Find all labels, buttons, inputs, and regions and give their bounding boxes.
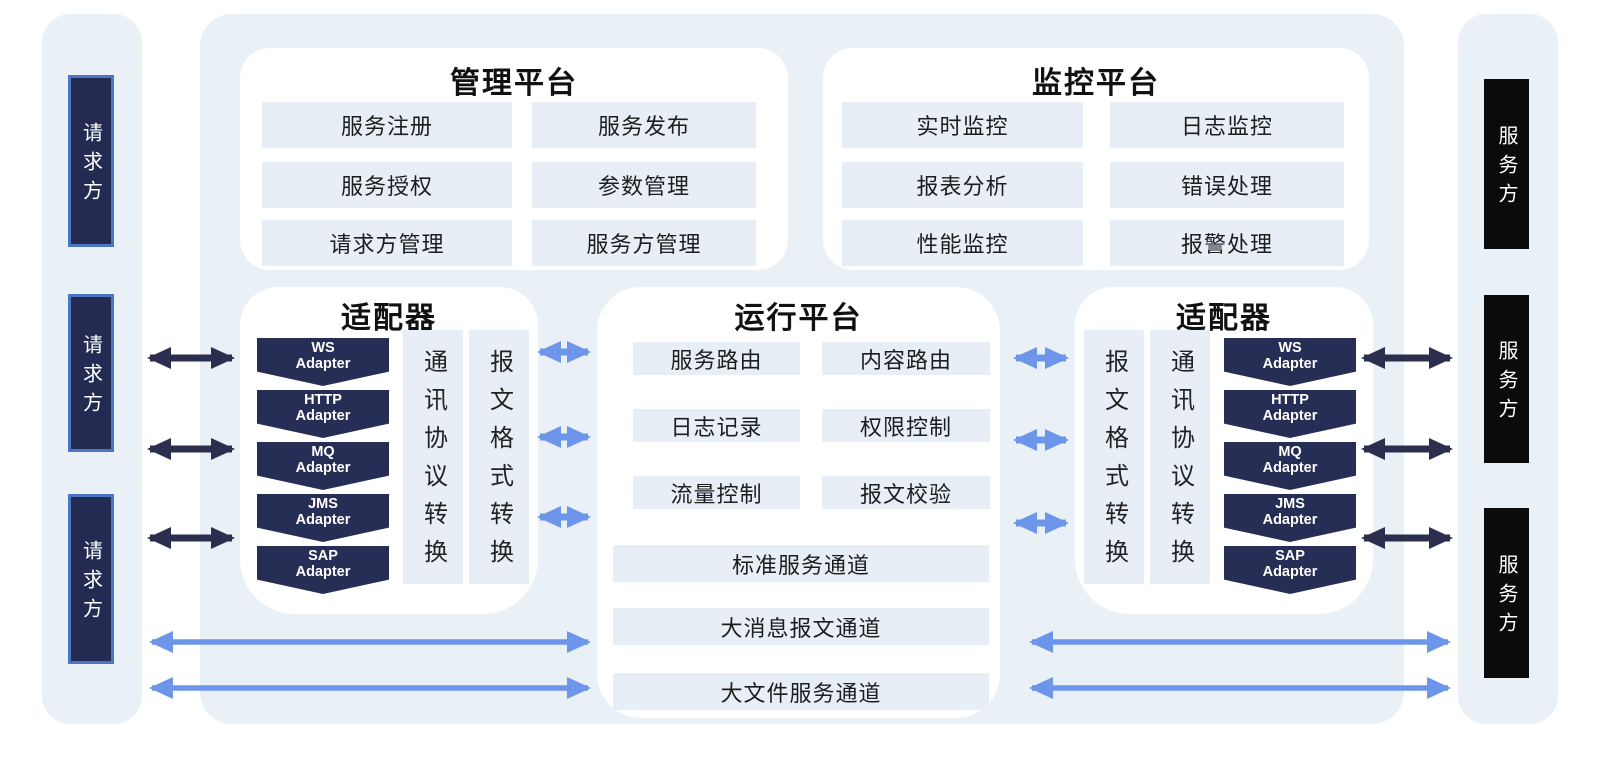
management-item: 服务方管理	[532, 220, 756, 266]
adapter-suffix: Adapter	[295, 512, 351, 528]
jms-adapter-pennant: JMS Adapter	[257, 494, 389, 542]
requester-label: 请求方	[79, 122, 102, 209]
runtime-item: 权限控制	[822, 409, 990, 442]
sap-adapter-pennant: SAP Adapter	[257, 546, 389, 594]
adapter-protocol: WS	[311, 340, 335, 356]
monitoring-item: 性能监控	[842, 220, 1083, 266]
adapter-suffix: Adapter	[1262, 512, 1318, 528]
adapter-protocol: SAP	[1275, 548, 1305, 564]
standard-service-channel: 标准服务通道	[613, 545, 989, 582]
large-file-channel: 大文件服务通道	[613, 673, 989, 710]
runtime-item: 服务路由	[633, 342, 800, 375]
adapter-suffix: Adapter	[295, 460, 351, 476]
http-adapter-pennant: HTTP Adapter	[257, 390, 389, 438]
large-message-channel: 大消息报文通道	[613, 608, 989, 645]
provider-box-3: 服务方	[1484, 508, 1529, 678]
requester-box-1: 请求方	[68, 75, 114, 247]
monitoring-item: 错误处理	[1110, 162, 1344, 208]
adapter-suffix: Adapter	[1262, 564, 1318, 580]
column-label: 通讯协议转换	[419, 349, 447, 577]
mq-adapter-pennant: MQ Adapter	[257, 442, 389, 490]
requester-box-3: 请求方	[68, 494, 114, 664]
protocol-conversion-column: 通讯协议转换	[403, 330, 463, 584]
monitoring-item: 报警处理	[1110, 220, 1344, 266]
adapter-suffix: Adapter	[295, 356, 351, 372]
management-item: 请求方管理	[262, 220, 512, 266]
column-label: 通讯协议转换	[1166, 349, 1194, 577]
adapter-protocol: JMS	[1275, 496, 1305, 512]
provider-box-1: 服务方	[1484, 79, 1529, 249]
runtime-platform-title: 运行平台	[734, 302, 863, 335]
runtime-item: 内容路由	[822, 342, 990, 375]
sap-adapter-pennant: SAP Adapter	[1224, 546, 1356, 594]
monitoring-item: 实时监控	[842, 102, 1083, 148]
runtime-item: 报文校验	[822, 476, 990, 509]
provider-label: 服务方	[1495, 554, 1517, 641]
adapter-right-title: 适配器	[1176, 302, 1272, 335]
column-label: 报文格式转换	[485, 349, 513, 577]
protocol-conversion-column: 通讯协议转换	[1150, 330, 1210, 584]
monitoring-item: 日志监控	[1110, 102, 1344, 148]
management-item: 服务发布	[532, 102, 756, 148]
adapter-protocol: MQ	[1278, 444, 1302, 460]
mq-adapter-pennant: MQ Adapter	[1224, 442, 1356, 490]
runtime-item: 日志记录	[633, 409, 800, 442]
runtime-item: 流量控制	[633, 476, 800, 509]
adapter-protocol: WS	[1278, 340, 1302, 356]
monitoring-item: 报表分析	[842, 162, 1083, 208]
provider-label: 服务方	[1495, 125, 1517, 212]
monitoring-platform-panel: 监控平台 实时监控 日志监控 报表分析 错误处理 性能监控 报警处理	[823, 48, 1369, 270]
provider-box-2: 服务方	[1484, 295, 1529, 463]
management-item: 服务注册	[262, 102, 512, 148]
ws-adapter-pennant: WS Adapter	[257, 338, 389, 386]
requester-box-2: 请求方	[68, 294, 114, 452]
adapter-protocol: HTTP	[1271, 392, 1309, 408]
jms-adapter-pennant: JMS Adapter	[1224, 494, 1356, 542]
adapter-suffix: Adapter	[1262, 460, 1318, 476]
ws-adapter-pennant: WS Adapter	[1224, 338, 1356, 386]
adapter-right-panel: 适配器 报文格式转换 通讯协议转换 WS Adapter HTTP Adapte…	[1075, 287, 1373, 614]
adapter-left-title: 适配器	[341, 302, 437, 335]
provider-label: 服务方	[1495, 340, 1517, 427]
adapter-suffix: Adapter	[295, 564, 351, 580]
adapter-protocol: MQ	[311, 444, 335, 460]
adapter-left-panel: 适配器 WS Adapter HTTP Adapter MQ Adapter J…	[240, 287, 538, 614]
adapter-protocol: HTTP	[304, 392, 342, 408]
adapter-suffix: Adapter	[1262, 356, 1318, 372]
runtime-platform-panel: 运行平台 服务路由 内容路由 日志记录 权限控制 流量控制 报文校验 标准服务通…	[597, 287, 1000, 718]
management-platform-title: 管理平台	[450, 67, 578, 100]
message-format-conversion-column: 报文格式转换	[469, 330, 529, 584]
management-platform-panel: 管理平台 服务注册 服务发布 服务授权 参数管理 请求方管理 服务方管理	[240, 48, 788, 270]
message-format-conversion-column: 报文格式转换	[1084, 330, 1144, 584]
monitoring-platform-title: 监控平台	[1032, 67, 1160, 100]
management-item: 服务授权	[262, 162, 512, 208]
adapter-protocol: SAP	[308, 548, 338, 564]
adapter-protocol: JMS	[308, 496, 338, 512]
http-adapter-pennant: HTTP Adapter	[1224, 390, 1356, 438]
adapter-suffix: Adapter	[1262, 408, 1318, 424]
management-item: 参数管理	[532, 162, 756, 208]
adapter-suffix: Adapter	[295, 408, 351, 424]
requester-label: 请求方	[79, 334, 102, 421]
column-label: 报文格式转换	[1100, 349, 1128, 577]
requester-label: 请求方	[79, 540, 102, 627]
